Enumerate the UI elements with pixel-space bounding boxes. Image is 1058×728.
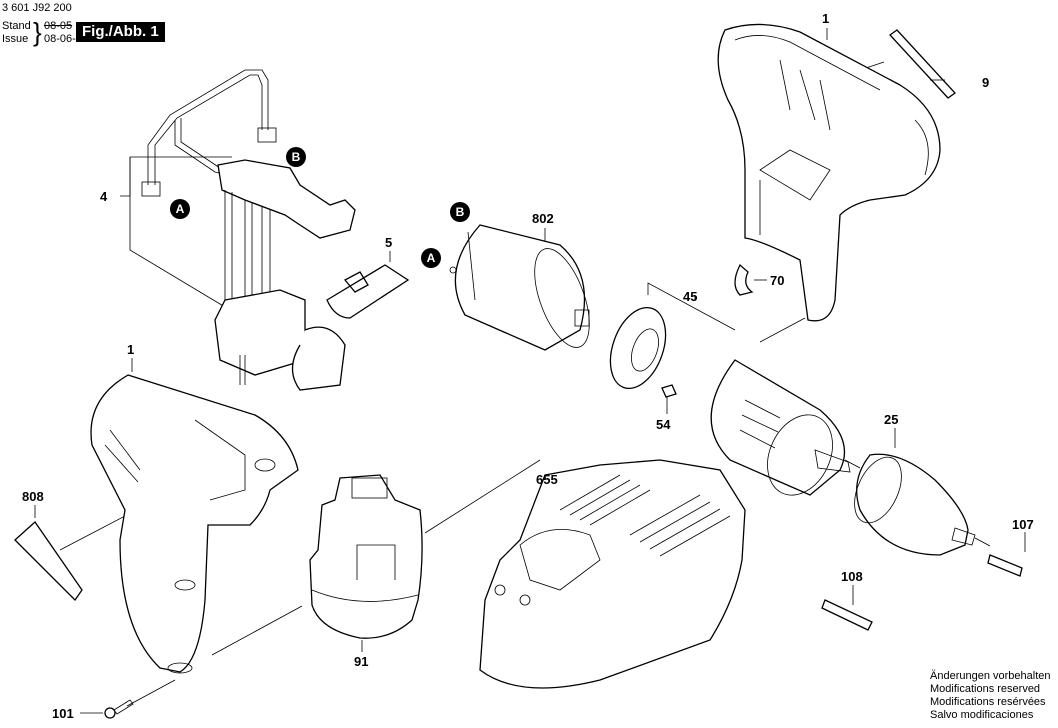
leader-lines xyxy=(34,28,1026,714)
nameplate-drawing xyxy=(14,521,83,602)
modification-notes: Änderungen vorbehalten Modifications res… xyxy=(930,670,1050,722)
connector-marker-b: B xyxy=(286,147,306,167)
note-line: Salvo modificaciones xyxy=(930,709,1034,721)
label-plate-drawing xyxy=(889,29,956,99)
part-number: 3 601 J92 200 xyxy=(2,2,72,14)
belt-clip-drawing xyxy=(734,263,754,296)
part-label: 808 xyxy=(22,489,44,504)
keyless-chuck-drawing xyxy=(854,453,976,556)
part-label: 25 xyxy=(884,412,899,427)
issue-label: Issue xyxy=(2,33,29,45)
part-label: 9 xyxy=(982,75,990,90)
note-line: Modifications resérvées xyxy=(930,696,1046,708)
part-label: 45 xyxy=(683,289,698,304)
screw-54-drawing xyxy=(661,384,677,398)
connector-marker-b: B xyxy=(450,202,470,222)
stand-value: 08-05 xyxy=(44,20,73,32)
tapping-screw-drawing xyxy=(104,699,134,719)
part-label: 54 xyxy=(656,417,671,432)
stand-label: Stand xyxy=(2,20,31,32)
switch-wiring-drawing xyxy=(141,69,356,391)
housing-left-drawing xyxy=(90,374,299,674)
housing-right-drawing xyxy=(717,23,941,322)
connector-marker-a: A xyxy=(421,248,441,268)
part-label: 655 xyxy=(536,472,558,487)
brace-icon: } xyxy=(33,17,42,47)
charger-drawing xyxy=(479,459,746,689)
part-label: 108 xyxy=(841,569,863,584)
part-label: 70 xyxy=(770,273,785,288)
figure-label: Fig./Abb. 1 xyxy=(76,22,165,42)
note-line: Änderungen vorbehalten xyxy=(930,670,1051,682)
part-label: 1 xyxy=(127,342,135,357)
part-label: 5 xyxy=(385,235,393,250)
part-label: 802 xyxy=(532,211,554,226)
part-label: 101 xyxy=(52,706,74,721)
chuck-screw-drawing xyxy=(987,554,1023,577)
part-label: 4 xyxy=(100,189,108,204)
part-label: 91 xyxy=(354,654,369,669)
part-label: 1 xyxy=(822,11,830,26)
note-line: Modifications reserved xyxy=(930,683,1041,695)
battery-pack-drawing xyxy=(309,474,423,639)
gearbox-drawing xyxy=(609,306,851,496)
dc-motor-drawing xyxy=(449,224,590,351)
screwdriver-bit-drawing xyxy=(821,599,873,631)
connector-marker-a: A xyxy=(170,199,190,219)
slide-switch-drawing xyxy=(326,264,410,319)
part-label: 107 xyxy=(1012,517,1034,532)
